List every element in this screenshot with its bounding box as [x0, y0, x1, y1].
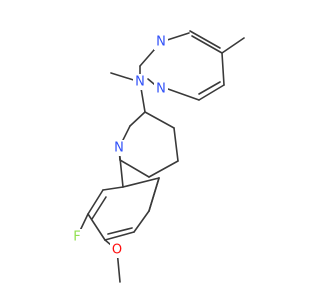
bond	[107, 227, 133, 235]
bond	[173, 127, 179, 162]
pyrimidine-nitrogen-left: N	[156, 82, 166, 97]
bond	[198, 84, 225, 101]
bond	[191, 35, 223, 54]
fluorine-atom: F	[73, 230, 80, 245]
bond	[104, 231, 135, 241]
bond	[148, 160, 179, 178]
label-bg	[112, 140, 126, 156]
oxygen-atom: O	[112, 243, 122, 258]
bond	[144, 111, 175, 129]
bond	[221, 52, 225, 86]
atom-labels: N N N N F O	[70, 34, 168, 258]
label-bg	[154, 34, 168, 50]
bond	[122, 177, 160, 188]
label-bg	[70, 229, 84, 245]
pyrimidine-nitrogen-top: N	[156, 35, 166, 50]
bond	[119, 159, 150, 178]
bond	[198, 81, 221, 95]
label-bg	[110, 242, 124, 258]
molecule-structure: N N N N F O	[70, 30, 245, 283]
bond	[221, 37, 245, 54]
label-bg	[154, 81, 168, 97]
bond	[147, 78, 155, 85]
bond	[189, 30, 221, 49]
bond	[87, 189, 104, 215]
bond	[148, 177, 160, 212]
bond	[133, 210, 150, 233]
bond	[91, 196, 107, 220]
piperidine-nitrogen: N	[114, 141, 124, 156]
bond	[87, 213, 106, 241]
bond	[167, 88, 200, 101]
bond	[129, 111, 146, 127]
amine-nitrogen: N	[135, 75, 145, 90]
bond	[102, 186, 124, 191]
bonds	[76, 30, 245, 283]
label-bg	[133, 74, 147, 90]
